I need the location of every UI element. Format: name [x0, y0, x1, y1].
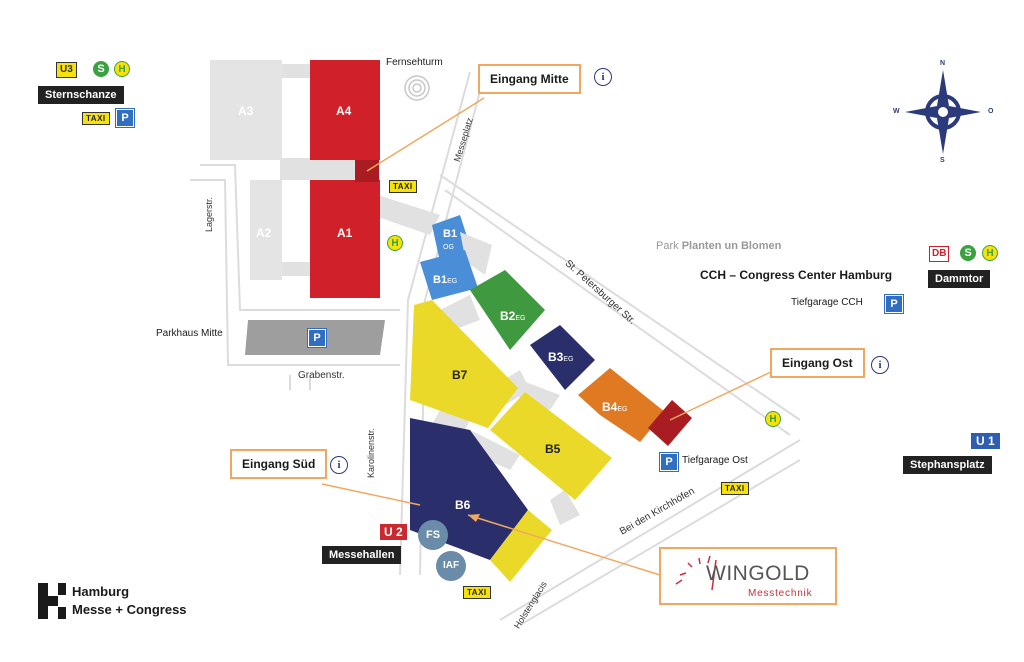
- compass-s: S: [940, 157, 945, 164]
- station-stephansplatz: Stephansplatz: [903, 456, 992, 474]
- hall-b3: [530, 325, 595, 390]
- compass-rose-icon: [905, 70, 981, 154]
- hall-a2: [250, 180, 282, 280]
- hall-a3: [210, 60, 282, 160]
- callout-eingang-ost: Eingang Ost: [770, 348, 865, 378]
- hall-b4-label: B4EG: [602, 400, 628, 414]
- hall-a1-label: A1: [337, 226, 353, 240]
- street-lagerstr: Lagerstr.: [204, 196, 214, 232]
- wingold-tagline: Messtechnik: [748, 588, 813, 599]
- taxi-icon: TAXI: [389, 180, 417, 193]
- road-grabenstr: [190, 179, 400, 366]
- hall-a3-label: A3: [238, 104, 254, 118]
- hall-b4: [578, 368, 665, 442]
- compass-w: W: [893, 108, 900, 115]
- road-st-petersburger-edge: [439, 174, 801, 421]
- callout-eingang-sued: Eingang Süd: [230, 449, 328, 479]
- info-icon[interactable]: i: [871, 356, 889, 374]
- street-grabenstr: Grabenstr.: [298, 370, 345, 381]
- landmark-park: Park Planten un Blomen: [656, 240, 782, 252]
- road-lagerstr: [200, 164, 400, 311]
- bus-stop-icon: H: [765, 411, 781, 427]
- hall-b2-label: B2EG: [500, 309, 526, 323]
- hall-b6-label: B6: [455, 498, 471, 512]
- bus-stop-icon: H: [982, 245, 998, 261]
- hall-a1: [310, 180, 380, 298]
- hall-b7: [410, 300, 518, 428]
- logo-line1: Hamburg: [72, 584, 130, 599]
- entrance-ost-marker: [648, 400, 692, 446]
- street-karolinenstr: Karolinenstr.: [366, 427, 376, 478]
- hall-b2: [470, 270, 545, 350]
- landmark-tiefgarage-ost: Tiefgarage Ost: [682, 455, 748, 466]
- taxi-icon: TAXI: [82, 112, 110, 125]
- wingold-name: WINGOLD: [706, 562, 810, 585]
- parking-icon: P: [308, 329, 326, 347]
- road-st-petersburger: [444, 189, 791, 436]
- station-dammtor: Dammtor: [928, 270, 991, 288]
- info-icon[interactable]: i: [330, 456, 348, 474]
- info-icon[interactable]: i: [594, 68, 612, 86]
- hall-b3-label: B3EG: [548, 350, 574, 364]
- hall-b1-eg: [420, 250, 478, 300]
- compass-n: N: [940, 60, 946, 67]
- hall-b1-og: [432, 215, 472, 262]
- hamburg-messe-logo-icon: [38, 583, 66, 619]
- parking-icon: P: [116, 109, 134, 127]
- compass-o: O: [988, 108, 994, 115]
- hall-a4-label: A4: [336, 104, 352, 118]
- bus-stop-icon: H: [387, 235, 403, 251]
- taxi-icon: TAXI: [721, 482, 749, 495]
- hall-a4: [310, 60, 380, 160]
- db-icon: DB: [929, 246, 950, 262]
- fernsehturm-icon: [404, 75, 430, 101]
- hall-b1-eg-label: B1EG: [433, 274, 458, 286]
- landmark-tiefgarage-cch: Tiefgarage CCH: [791, 297, 863, 308]
- landmark-fernsehturm: Fernsehturm: [386, 57, 443, 68]
- road-messeplatz-karolinenstr: [399, 71, 471, 576]
- iaf-icon: IAF: [436, 551, 466, 581]
- hall-a2-label: A2: [256, 226, 272, 240]
- station-messehallen: Messehallen: [322, 546, 402, 564]
- wingold-gauge-icon: [675, 555, 717, 591]
- hall-b5: [490, 392, 612, 500]
- parking-icon: P: [885, 295, 903, 313]
- landmark-parkhaus-mitte: Parkhaus Mitte: [156, 328, 223, 339]
- fs-icon: FS: [418, 520, 448, 550]
- u3-icon: U3: [56, 62, 77, 78]
- road-bei-den-kirchhoefen-edge: [519, 459, 801, 626]
- wingold-box: [659, 547, 837, 605]
- u2-icon: U 2: [380, 524, 407, 540]
- u1-icon: U 1: [971, 433, 1000, 449]
- station-sternschanze: Sternschanze: [38, 86, 124, 104]
- s-bahn-icon: S: [960, 245, 976, 261]
- hall-b6-annex: [490, 510, 552, 582]
- landmark-cch: CCH – Congress Center Hamburg: [700, 268, 893, 282]
- hall-b7-label: B7: [452, 368, 468, 382]
- s-bahn-icon: S: [93, 61, 109, 77]
- hall-b5-label: B5: [545, 442, 561, 456]
- road-bei-den-kirchhoefen: [499, 439, 801, 621]
- bus-stop-icon: H: [114, 61, 130, 77]
- logo-line2: Messe + Congress: [72, 602, 187, 617]
- callout-eingang-mitte: Eingang Mitte: [478, 64, 581, 94]
- parking-icon: P: [660, 453, 678, 471]
- taxi-icon: TAXI: [463, 586, 491, 599]
